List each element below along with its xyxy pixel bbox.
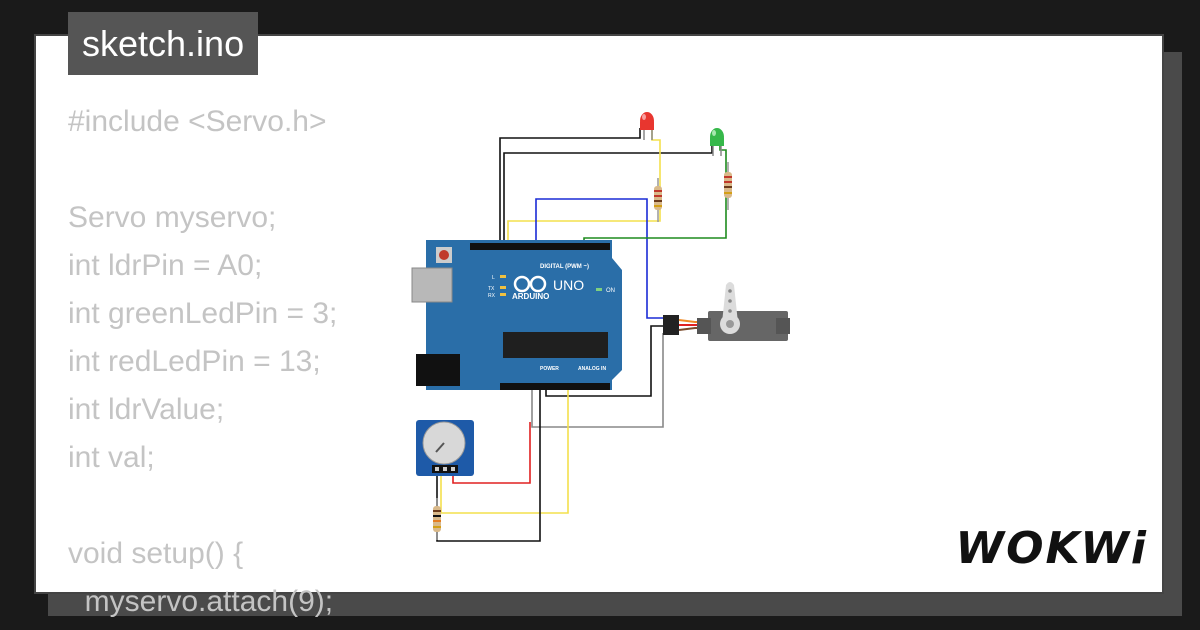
usb-port (411, 267, 453, 303)
code-line: myservo.attach(9); (68, 585, 334, 618)
wire-black-green-led (503, 146, 713, 245)
wire-yellow-a0 (440, 385, 569, 514)
rx-label: RX (488, 293, 496, 299)
power-label: POWER (540, 366, 559, 372)
code-line: int ldrPin = A0; (68, 249, 263, 282)
analog-label: ANALOG IN (578, 366, 606, 372)
l-label: L (492, 275, 495, 281)
resistor-ldr[interactable] (433, 498, 441, 540)
code-line: #include <Servo.h> (68, 105, 327, 138)
code-line: int val; (68, 441, 155, 474)
arduino-infinity-icon (513, 275, 547, 293)
digital-label: DIGITAL (PWM ~) (540, 264, 589, 270)
digital-header (470, 243, 610, 250)
wire-black-red-led (499, 128, 641, 245)
code-line: int ldrValue; (68, 393, 225, 426)
resistor-green-led[interactable] (724, 162, 732, 210)
code-line: Servo myservo; (68, 201, 277, 234)
green-led[interactable] (710, 128, 724, 156)
red-led[interactable] (640, 112, 654, 140)
wire-gray-servo-vcc (531, 333, 664, 428)
board-model: UNO (553, 277, 584, 293)
board-brand: ARDUINO (512, 292, 549, 301)
code-snippet: #include <Servo.h> Servo myservo; int ld… (68, 98, 337, 626)
power-header (500, 383, 610, 390)
atmega-chip (503, 332, 608, 358)
on-label: ON (606, 288, 615, 294)
power-jack (416, 354, 460, 386)
potentiometer[interactable] (416, 420, 474, 476)
wire-yellow-pin13 (507, 130, 661, 245)
code-line: int greenLedPin = 3; (68, 297, 338, 330)
wire-black-servo-gnd (545, 325, 663, 397)
tx-label: TX (488, 286, 495, 292)
resistor-red-led[interactable] (654, 178, 662, 222)
servo-motor[interactable] (663, 282, 790, 341)
arduino-uno-board[interactable]: UNO ARDUINO DIGITAL (PWM ~) POWER ANALOG… (411, 240, 622, 390)
code-line: void setup() { (68, 537, 244, 570)
wire-red-pot (452, 422, 531, 484)
code-line: int redLedPin = 13; (68, 345, 321, 378)
wokwi-logo: WOKWi (955, 523, 1148, 574)
wire-blue-pin9 (535, 198, 663, 319)
wire-green-pin3 (583, 146, 727, 245)
file-title: sketch.ino (68, 12, 259, 75)
